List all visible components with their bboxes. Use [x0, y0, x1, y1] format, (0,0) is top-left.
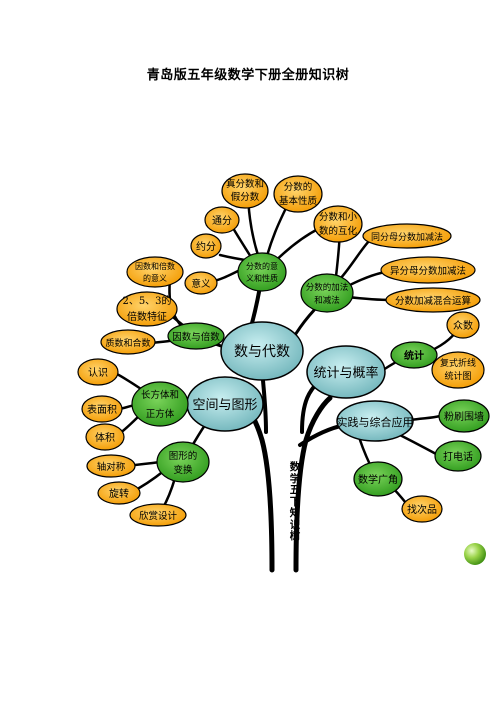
svg-text:找次品: 找次品: [407, 503, 437, 516]
sub-node-fraction-meaning: 分数的意 义和性质: [237, 252, 287, 292]
svg-text:统计图: 统计图: [444, 370, 471, 382]
svg-text:因数和倍数: 因数和倍数: [135, 261, 175, 271]
leaf-painting: 粉刷围墙: [438, 399, 490, 433]
svg-text:分数的加法: 分数的加法: [306, 282, 349, 293]
svg-text:体积: 体积: [95, 432, 115, 444]
main-node-space-label: 空间与图形: [192, 398, 257, 413]
leaf-basic-property: 分数的 基本性质: [273, 175, 323, 213]
sub-node-tongji: 统计: [390, 341, 438, 369]
leaf-meaning: 意义: [184, 271, 218, 295]
leaf-volume: 体积: [85, 423, 125, 451]
svg-text:认识: 认识: [88, 366, 108, 379]
leaf-prime-composite: 质数和合数: [100, 329, 156, 355]
sub-node-math-wide: 数学广角: [353, 461, 403, 497]
sub-node-factors: 因数与倍数: [167, 322, 225, 350]
svg-text:真分数和: 真分数和: [226, 178, 264, 190]
svg-text:义和性质: 义和性质: [246, 273, 278, 283]
svg-text:的意义: 的意义: [143, 273, 167, 283]
svg-text:旋转: 旋转: [109, 487, 129, 500]
main-node-practice-label: 实践与综合应用: [337, 415, 414, 429]
svg-text:数学广角: 数学广角: [358, 473, 398, 486]
svg-text:复式折线: 复式折线: [440, 357, 476, 369]
svg-text:和减法: 和减法: [314, 295, 340, 306]
svg-text:轴对称: 轴对称: [97, 461, 126, 473]
leaf-tongfen: 通分: [204, 206, 240, 234]
svg-text:意义: 意义: [191, 278, 211, 290]
leaf-multiples-235: 2、5、3的 倍数特征: [116, 291, 178, 327]
svg-text:长方体和: 长方体和: [141, 389, 179, 401]
leaf-factor-meaning: 因数和倍数 的意义: [126, 256, 184, 288]
svg-text:因数与倍数: 因数与倍数: [172, 331, 220, 343]
svg-text:图形的: 图形的: [169, 450, 198, 462]
svg-text:通分: 通分: [212, 215, 232, 227]
leaf-rotation: 旋转: [97, 481, 141, 505]
svg-text:粉刷围墙: 粉刷围墙: [444, 410, 484, 423]
svg-text:质数和合数: 质数和合数: [105, 337, 150, 349]
svg-text:统计: 统计: [404, 349, 424, 362]
green-ball-icon: [464, 543, 486, 565]
leaf-same-denom: 同分母分数加减法: [362, 223, 452, 249]
leaf-yuefen: 约分: [190, 233, 222, 259]
leaf-defect: 找次品: [401, 495, 443, 523]
svg-text:倍数特征: 倍数特征: [127, 310, 167, 323]
main-node-stats: 统计与概率: [306, 345, 386, 399]
svg-text:分数的: 分数的: [284, 181, 313, 193]
svg-text:同分母分数加减法: 同分母分数加减法: [371, 231, 443, 243]
main-node-practice: 实践与综合应用: [336, 400, 414, 442]
main-node-stats-label: 统计与概率: [313, 365, 378, 381]
sub-node-transform: 图形的 变换: [156, 441, 210, 483]
svg-text:分数的意: 分数的意: [246, 261, 278, 271]
svg-text:表面积: 表面积: [87, 403, 117, 416]
page-title: 青岛版五年级数学下册全册知识树: [146, 68, 350, 83]
main-node-space: 空间与图形: [186, 376, 264, 432]
leaf-phone: 打电话: [434, 440, 482, 472]
leaf-renshi: 认识: [77, 358, 119, 386]
leaf-proper-improper: 真分数和 假分数: [221, 173, 269, 209]
svg-text:变换: 变换: [173, 464, 193, 476]
svg-text:正方体: 正方体: [146, 408, 175, 420]
leaf-design: 欣赏设计: [129, 503, 187, 527]
leaf-polyline: 复式折线 统计图: [431, 351, 485, 389]
leaf-axis-sym: 轴对称: [86, 454, 136, 478]
svg-text:假分数: 假分数: [231, 191, 260, 203]
svg-text:异分母分数加减法: 异分母分数加减法: [390, 265, 466, 277]
svg-text:分数和小: 分数和小: [319, 211, 358, 223]
svg-text:基本性质: 基本性质: [279, 195, 318, 207]
svg-text:打电话: 打电话: [443, 450, 473, 463]
trunk-label: 数学五下知识树: [289, 461, 301, 542]
leaf-diff-denom: 异分母分数加减法: [380, 256, 476, 284]
svg-text:欣赏设计: 欣赏设计: [139, 510, 178, 522]
svg-text:2、5、3的: 2、5、3的: [122, 294, 171, 307]
sub-node-cuboid: 长方体和 正方体: [131, 381, 189, 427]
leaf-zhongshu: 众数: [446, 311, 480, 339]
svg-text:众数: 众数: [453, 319, 473, 332]
sub-node-fraction-ops: 分数的加法 和减法: [300, 273, 354, 313]
main-node-number: 数与代数: [220, 321, 304, 381]
svg-text:数的互化: 数的互化: [319, 225, 358, 237]
main-node-number-label: 数与代数: [234, 344, 290, 360]
leaf-mixed-ops: 分数加减混合运算: [385, 287, 481, 313]
svg-text:约分: 约分: [196, 240, 216, 253]
leaf-frac-dec: 分数和小 数的互化: [313, 205, 363, 243]
leaf-surface: 表面积: [81, 395, 123, 423]
svg-text:分数加减混合运算: 分数加减混合运算: [395, 295, 471, 307]
